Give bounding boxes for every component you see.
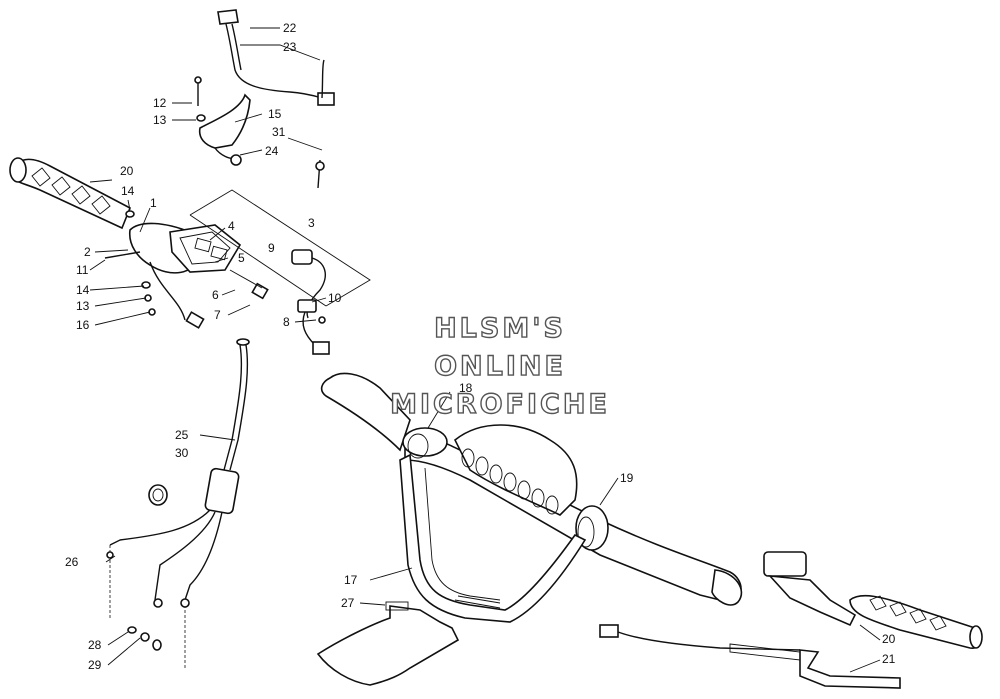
callout-9: 9 xyxy=(268,241,275,255)
callout-3: 3 xyxy=(308,216,315,230)
left-grip xyxy=(9,157,132,230)
callout-17: 17 xyxy=(344,573,358,587)
callout-27: 27 xyxy=(341,596,355,610)
callout-13: 13 xyxy=(153,113,167,127)
handlebar-assembly xyxy=(320,372,743,623)
callout-28: 28 xyxy=(88,638,102,652)
callout-22: 22 xyxy=(283,21,297,35)
callout-19: 19 xyxy=(620,471,634,485)
callout-20-left: 20 xyxy=(120,164,134,178)
callout-12: 12 xyxy=(153,96,167,110)
throttle-lever xyxy=(198,9,335,166)
subassembly-outline xyxy=(189,189,371,307)
callout-15: 15 xyxy=(268,107,282,121)
grommet xyxy=(148,484,168,506)
callout-24: 24 xyxy=(265,144,279,158)
callout-5: 5 xyxy=(238,251,245,265)
callout-16: 16 xyxy=(76,318,90,332)
callout-4: 4 xyxy=(228,219,235,233)
callout-1: 1 xyxy=(150,196,157,210)
callout-13-bottom: 13 xyxy=(76,299,90,313)
leader-lines xyxy=(89,27,881,673)
callout-26: 26 xyxy=(65,555,79,569)
callout-25: 25 xyxy=(175,428,189,442)
watermark-line-3: MICROFICHE xyxy=(389,388,610,420)
callout-7: 7 xyxy=(214,308,221,322)
washers xyxy=(127,626,162,651)
watermark-line-2: ONLINE xyxy=(433,350,566,382)
callout-21: 21 xyxy=(882,652,896,666)
hardware xyxy=(104,76,325,316)
callout-6: 6 xyxy=(212,288,219,302)
callout-14-bottom: 14 xyxy=(76,283,90,297)
callout-23: 23 xyxy=(283,40,297,54)
callout-31: 31 xyxy=(272,125,286,139)
right-grip-brake xyxy=(599,551,983,689)
switch-harness xyxy=(229,249,330,355)
callout-20-right: 20 xyxy=(882,632,896,646)
callout-2: 2 xyxy=(84,245,91,259)
handlebar-pad-strap xyxy=(316,601,460,686)
callout-8: 8 xyxy=(283,315,290,329)
callout-14-top: 14 xyxy=(121,184,135,198)
callout-10: 10 xyxy=(328,291,342,305)
callout-18: 18 xyxy=(459,381,473,395)
callout-11: 11 xyxy=(76,263,89,277)
callout-30: 30 xyxy=(175,446,189,460)
left-control-housing xyxy=(128,222,242,329)
callout-29: 29 xyxy=(88,658,102,672)
watermark-line-1: HLSM'S xyxy=(433,312,566,344)
throttle-cable xyxy=(106,338,250,668)
